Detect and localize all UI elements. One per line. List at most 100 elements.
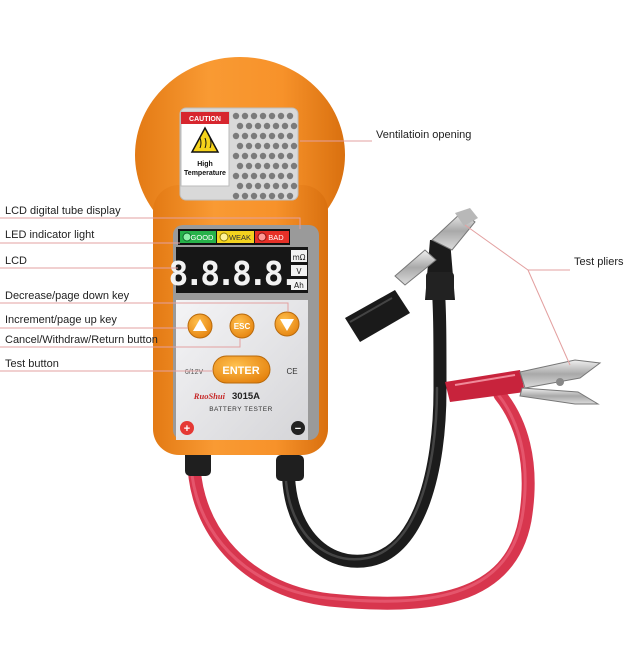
label-lcd-digital-tube-display: LCD digital tube display	[5, 205, 121, 217]
up-button[interactable]	[187, 313, 213, 339]
vent-hole	[236, 162, 244, 170]
vent-hole	[281, 122, 289, 130]
esc-button[interactable]	[229, 313, 255, 339]
vent-hole	[263, 142, 271, 150]
vent-hole	[268, 192, 276, 200]
vent-hole	[272, 142, 280, 150]
unit-indicators	[291, 250, 307, 290]
unit-ah: Ah	[294, 281, 304, 290]
warning-line-1: High	[197, 161, 213, 168]
vent-hole	[250, 132, 258, 140]
vent-hole	[241, 172, 249, 180]
vent-hole	[259, 152, 267, 160]
vent-hole	[268, 152, 276, 160]
label-cancel-button: Cancel/Withdraw/Return button	[5, 334, 158, 346]
label-increment-key: Increment/page up key	[5, 314, 117, 326]
vent-hole	[277, 192, 285, 200]
vent-hole	[272, 182, 280, 190]
vent-hole	[259, 112, 267, 120]
vent-hole	[254, 162, 262, 170]
vent-hole	[286, 132, 294, 140]
unit-mohm: mΩ	[292, 253, 305, 262]
vent-hole	[236, 122, 244, 130]
vent-hole	[241, 192, 249, 200]
vent-hole	[263, 182, 271, 190]
vent-hole	[232, 112, 240, 120]
plus-marker	[180, 421, 194, 435]
vent-hole	[286, 172, 294, 180]
vent-hole	[290, 182, 298, 190]
caution-text: CAUTION	[189, 116, 221, 123]
ventilation-grille	[179, 107, 299, 201]
black-cable	[282, 278, 447, 568]
vent-hole	[290, 122, 298, 130]
black-test-clamp	[345, 208, 478, 342]
label-decrease-key: Decrease/page down key	[5, 290, 130, 302]
vent-hole	[259, 192, 267, 200]
plus-symbol: +	[184, 423, 190, 435]
vent-hole	[259, 172, 267, 180]
vent-hole	[241, 112, 249, 120]
vent-hole	[272, 162, 280, 170]
vent-hole	[232, 192, 240, 200]
vent-hole	[277, 132, 285, 140]
enter-label: ENTER	[222, 365, 259, 377]
brand-name: RuoShui	[193, 391, 226, 401]
vent-hole	[245, 182, 253, 190]
minus-marker	[291, 421, 305, 435]
enter-button[interactable]	[212, 355, 271, 384]
vent-hole	[259, 132, 267, 140]
vent-hole	[254, 142, 262, 150]
model-number: 3015A	[232, 391, 260, 402]
vent-hole	[281, 162, 289, 170]
vent-hole	[254, 182, 262, 190]
vent-hole	[290, 162, 298, 170]
hot-surface-icon	[190, 126, 220, 153]
vent-hole	[272, 122, 280, 130]
vent-hole	[277, 172, 285, 180]
vent-hole	[241, 132, 249, 140]
vent-hole	[236, 182, 244, 190]
label-led-indicator-light: LED indicator light	[5, 229, 95, 241]
vent-hole	[268, 172, 276, 180]
vent-hole	[290, 142, 298, 150]
vent-hole	[245, 142, 253, 150]
vent-hole	[232, 172, 240, 180]
product-name: BATTERY TESTER	[209, 406, 273, 413]
vent-hole	[245, 162, 253, 170]
vent-hole	[286, 112, 294, 120]
label-ventilation-opening: Ventilatioin opening	[376, 129, 472, 141]
label-test-button: Test button	[5, 358, 59, 370]
test-cables	[185, 278, 535, 610]
red-test-clamp	[445, 359, 602, 405]
vent-hole	[268, 132, 276, 140]
vent-hole	[281, 142, 289, 150]
vent-hole	[250, 172, 258, 180]
vent-hole	[286, 192, 294, 200]
minus-symbol: −	[295, 423, 301, 435]
vent-hole	[241, 152, 249, 160]
vent-hole	[254, 122, 262, 130]
vent-hole	[250, 192, 258, 200]
vent-hole	[281, 182, 289, 190]
vent-hole	[286, 152, 294, 160]
led-indicator-strip	[178, 229, 290, 245]
vent-hole	[277, 152, 285, 160]
vent-hole	[232, 132, 240, 140]
vent-hole	[277, 112, 285, 120]
vent-hole	[245, 122, 253, 130]
led-weak-label: WEAK	[229, 233, 251, 242]
led-bad-label: BAD	[268, 233, 284, 242]
down-button[interactable]	[274, 311, 300, 337]
vent-hole	[250, 152, 258, 160]
warning-line-2: Temperature	[184, 170, 226, 177]
label-lcd: LCD	[5, 255, 28, 267]
annotation-lines	[0, 140, 571, 372]
esc-label: ESC	[234, 322, 251, 331]
vent-hole	[268, 112, 276, 120]
vent-hole	[263, 162, 271, 170]
lcd-digits: 8.8.8.8.	[169, 254, 296, 293]
vent-hole	[263, 122, 271, 130]
